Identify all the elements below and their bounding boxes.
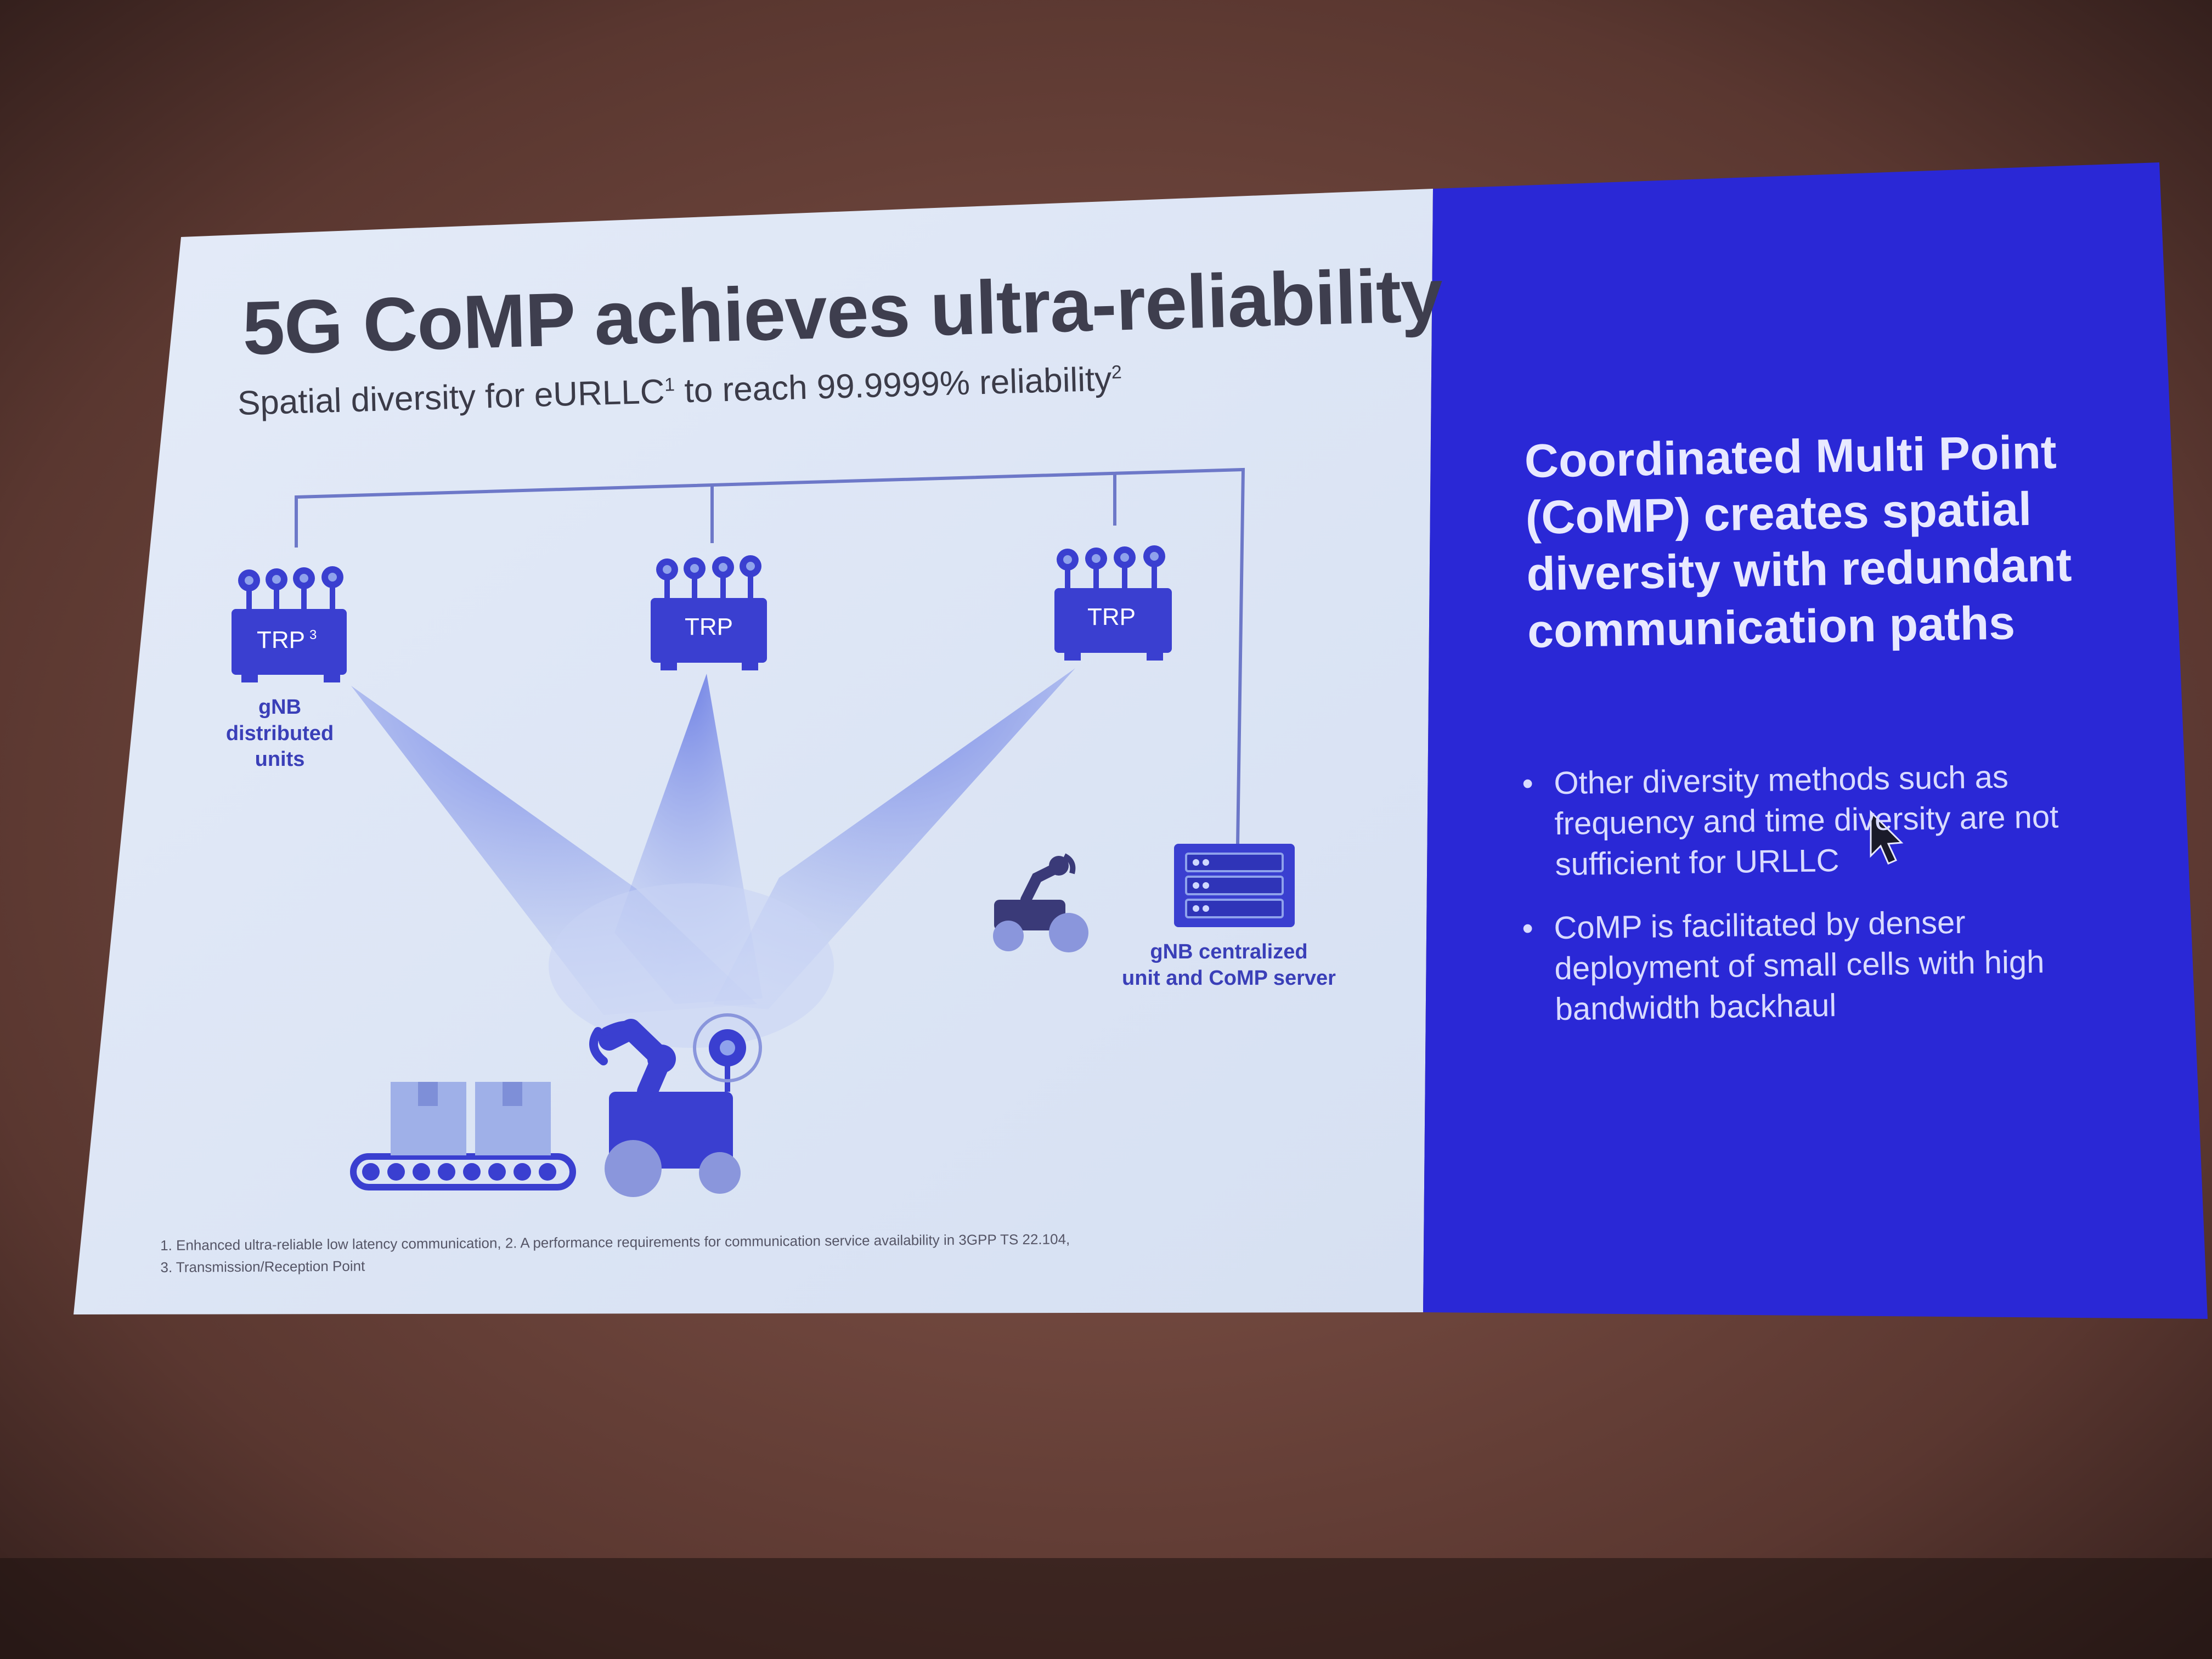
central-unit-line: unit and CoMP server — [1122, 966, 1336, 990]
connection-lines — [295, 467, 1245, 845]
distributed-units-label: gNB distributed units — [225, 695, 335, 773]
trp-left-icon — [232, 566, 347, 682]
distributed-units-line: distributed — [225, 721, 334, 745]
trp-left-text: TRP — [257, 627, 305, 653]
trp-right-icon — [1054, 545, 1172, 661]
slide-footnote: 1. Enhanced ultra-reliable low latency c… — [160, 1228, 1070, 1278]
signal-beams — [351, 668, 1075, 1048]
small-robot-icon — [993, 853, 1088, 952]
subtitle-footnote-ref-1: 1 — [664, 374, 675, 396]
distributed-units-line: units — [255, 748, 305, 771]
sidebar-bullet: • CoMP is facilitated by denser deployme… — [1522, 900, 2104, 1030]
bullet-glyph: • — [1522, 910, 1534, 946]
server-icon — [1174, 844, 1295, 927]
trp-left-label: TRP 3 — [257, 627, 317, 654]
conveyor-belt-icon — [350, 1082, 576, 1190]
sidebar-heading: Coordinated Multi Point (CoMP) creates s… — [1524, 426, 2073, 658]
mouse-pointer-icon — [1870, 810, 1904, 865]
trp-center-label: TRP — [685, 613, 733, 640]
sidebar-bullet-text: CoMP is facilitated by denser deployment… — [1554, 904, 2045, 1028]
distributed-units-line: gNB — [258, 696, 302, 719]
central-unit-label: gNB centralized unit and CoMP server — [1108, 939, 1350, 991]
subtitle-footnote-ref-2: 2 — [1111, 362, 1122, 383]
sidebar-bullet: • Other diversity methods such as freque… — [1522, 755, 2104, 885]
central-unit-line: gNB centralized — [1150, 940, 1308, 963]
sidebar-bullet-text: Other diversity methods such as frequenc… — [1554, 759, 2059, 883]
slide-blue-panel — [1423, 162, 2208, 1319]
large-robot-icon — [589, 1013, 762, 1197]
trp-right-label: TRP — [1087, 603, 1136, 630]
bullet-glyph: • — [1522, 765, 1534, 802]
slide-light-panel — [74, 189, 1433, 1314]
trp-footnote-ref: 3 — [309, 628, 317, 643]
trp-center-icon — [651, 555, 767, 670]
